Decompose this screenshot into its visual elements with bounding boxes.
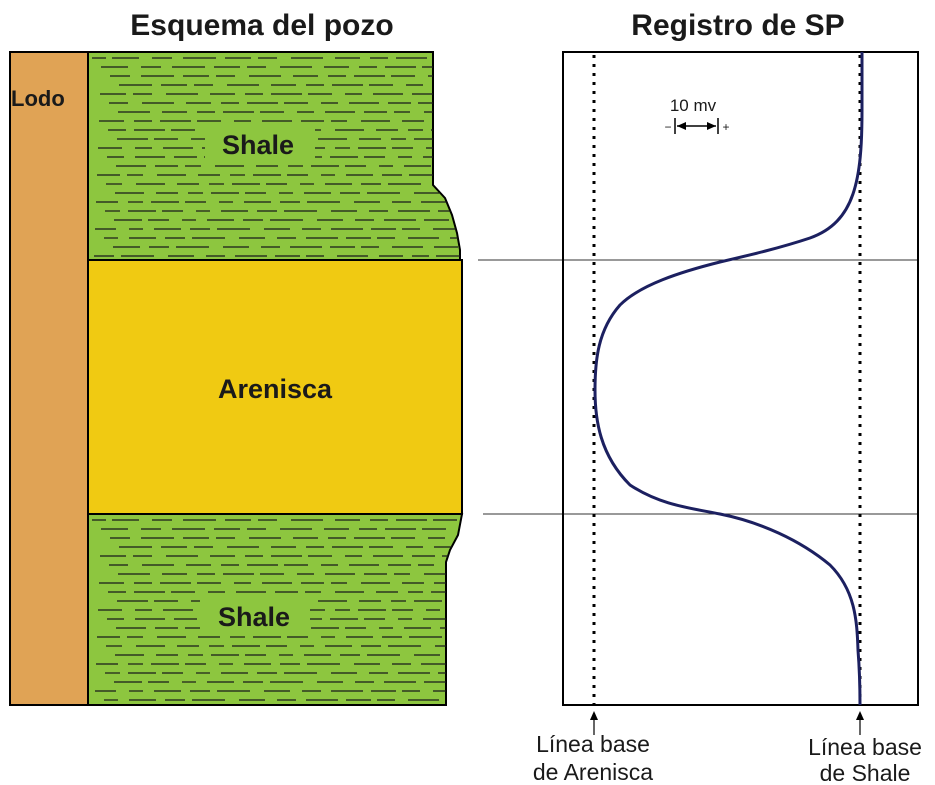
mud-label: Lodo — [11, 86, 65, 111]
scale-minus: − — [664, 120, 671, 134]
arrow-right-icon — [707, 122, 716, 130]
shale-baseline-pointer — [856, 711, 864, 735]
shale-baseline-label-line1: Línea base — [808, 734, 922, 760]
sand-baseline-label-line2: de Arenisca — [533, 759, 653, 785]
sandstone-label: Arenisca — [218, 374, 333, 404]
scale-indicator: 10 mv − + — [664, 96, 730, 134]
well-schematic-title: Esquema del pozo — [130, 9, 393, 42]
lower-shale-label-bg — [200, 597, 310, 635]
scale-plus: + — [722, 120, 729, 134]
arrow-up-icon — [856, 711, 864, 720]
arrow-up-icon — [590, 711, 598, 720]
shale-baseline-label-line2: de Shale — [820, 760, 911, 785]
scale-label: 10 mv — [670, 96, 717, 115]
sand-baseline-label-line1: Línea base — [536, 731, 650, 757]
sp-curve — [593, 52, 864, 706]
mud-column — [9, 51, 89, 706]
upper-shale-label: Shale — [222, 130, 294, 160]
sand-baseline-pointer — [590, 711, 598, 735]
upper-shale-label-bg — [205, 125, 315, 163]
lower-shale-label: Shale — [218, 602, 290, 632]
sp-log-track — [562, 51, 919, 706]
arrow-left-icon — [677, 122, 686, 130]
sp-log-title: Registro de SP — [631, 9, 844, 42]
